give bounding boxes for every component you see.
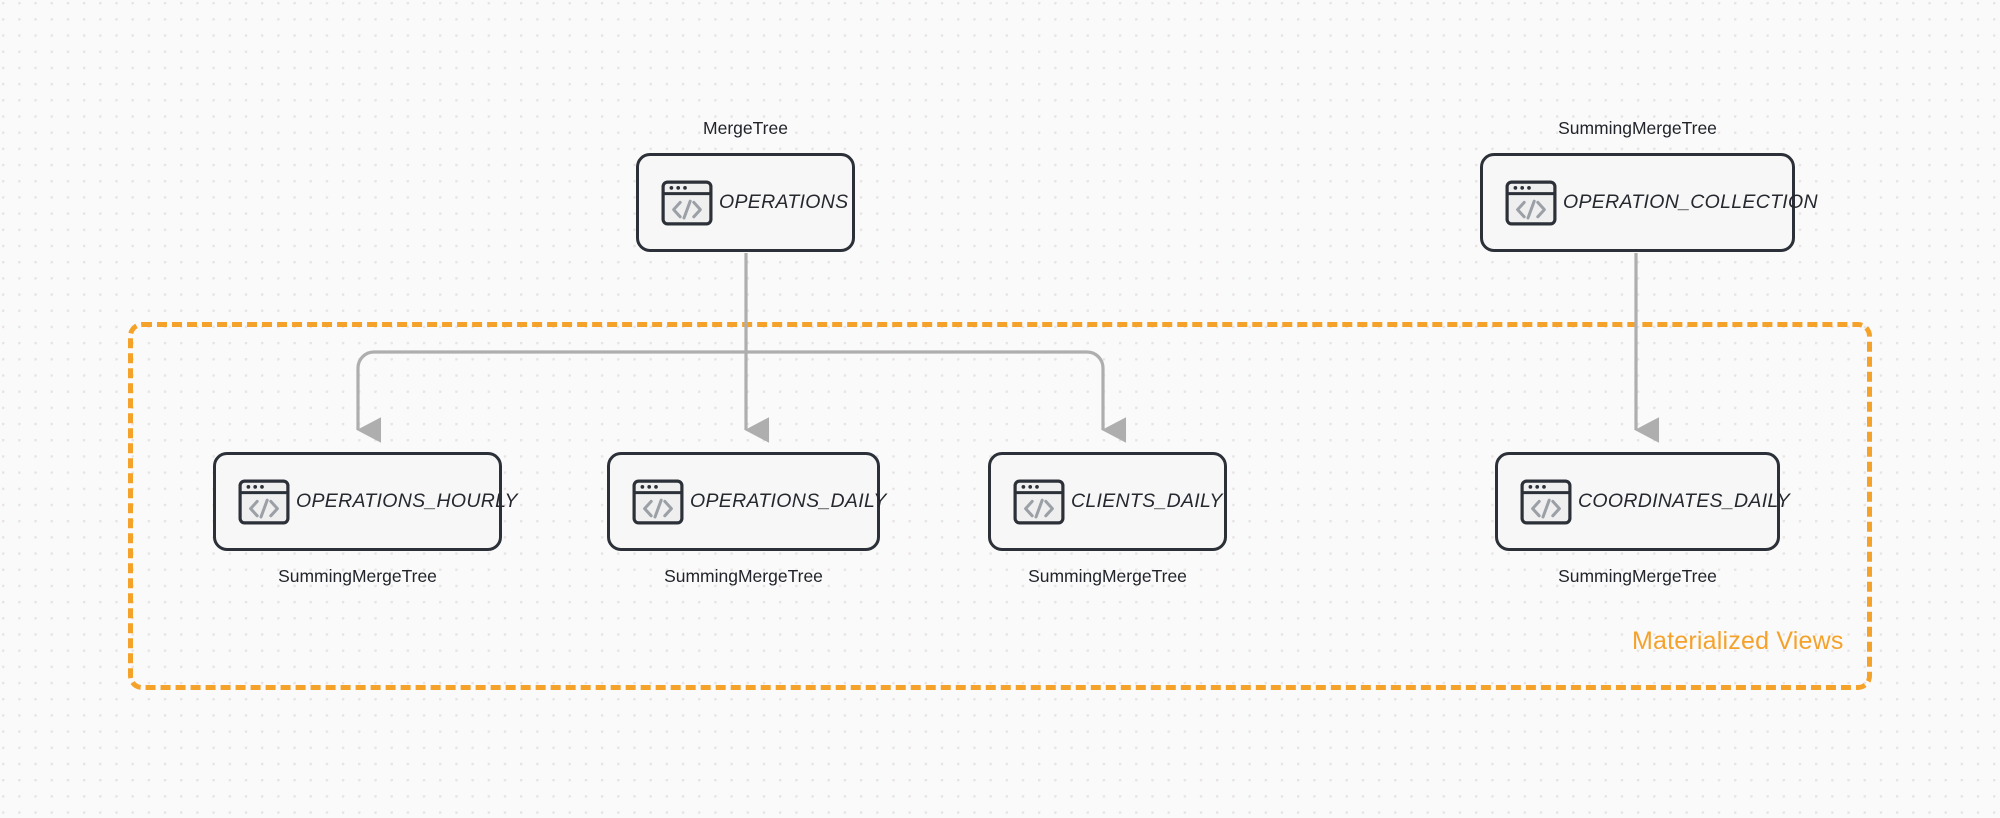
code-window-icon (632, 478, 684, 525)
node-clients_daily[interactable]: CLIENTS_DAILY (988, 452, 1227, 551)
node-label: OPERATIONS_DAILY (690, 490, 887, 512)
materialized-views-group-frame (128, 322, 1872, 690)
engine-caption-operations_hourly: SummingMergeTree (278, 566, 437, 586)
code-window-icon (238, 478, 290, 524)
code-window-icon (1505, 179, 1557, 226)
node-label: OPERATION_COLLECTION (1563, 191, 1818, 213)
code-window-icon (238, 478, 290, 525)
node-operation_collection[interactable]: OPERATION_COLLECTION (1480, 153, 1818, 252)
node-operations_daily[interactable]: OPERATIONS_DAILY (607, 452, 886, 551)
code-window-icon (661, 179, 713, 226)
node-label: OPERATIONS_HOURLY (296, 490, 518, 512)
node-operations_hourly[interactable]: OPERATIONS_HOURLY (213, 452, 518, 551)
node-label: OPERATIONS (719, 191, 849, 213)
code-window-icon (1520, 478, 1572, 525)
code-window-icon (1013, 478, 1065, 525)
code-window-icon (632, 478, 684, 524)
engine-caption-operations_daily: SummingMergeTree (664, 566, 823, 586)
node-label: CLIENTS_DAILY (1071, 490, 1223, 512)
node-operations[interactable]: OPERATIONS (636, 153, 855, 252)
materialized-views-group-label: Materialized Views (1632, 627, 1844, 655)
node-label: COORDINATES_DAILY (1578, 490, 1791, 512)
code-window-icon (1520, 478, 1572, 524)
engine-caption-clients_daily: SummingMergeTree (1028, 566, 1187, 586)
node-coordinates_daily[interactable]: COORDINATES_DAILY (1495, 452, 1790, 551)
code-window-icon (1013, 478, 1065, 524)
engine-caption-operations: MergeTree (703, 118, 788, 138)
code-window-icon (1505, 179, 1557, 225)
engine-caption-operation_collection: SummingMergeTree (1558, 118, 1717, 138)
code-window-icon (661, 179, 713, 225)
engine-caption-coordinates_daily: SummingMergeTree (1558, 566, 1717, 586)
